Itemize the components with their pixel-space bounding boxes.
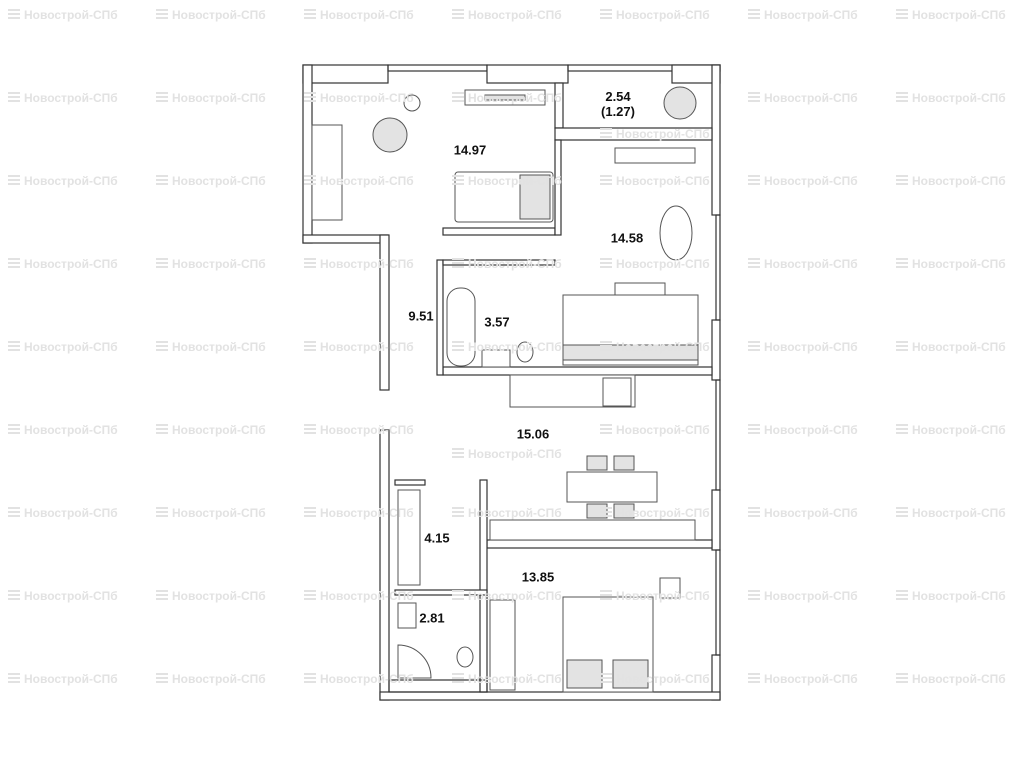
balcony-chair xyxy=(663,86,697,120)
room-area-14-58: 14.58 xyxy=(610,230,644,246)
room-area-2-81: 2.81 xyxy=(419,610,445,626)
room-area-3-57: 3.57 xyxy=(484,314,510,330)
wardrobe-2 xyxy=(489,599,516,691)
stove xyxy=(602,377,632,407)
room-area-14-97: 14.97 xyxy=(453,142,487,158)
room-area-9-51: 9.51 xyxy=(408,308,434,324)
room-area-4-15: 4.15 xyxy=(424,530,450,546)
room-area-balcony: 2.54(1.27) xyxy=(601,89,635,119)
furniture xyxy=(311,86,699,693)
room-area-15-06: 15.06 xyxy=(516,426,550,442)
balcony-area: 2.54 xyxy=(605,89,631,104)
closet-shelves xyxy=(397,489,421,586)
tv-unit-2 xyxy=(614,147,696,164)
toilet-2 xyxy=(456,646,474,668)
wardrobe xyxy=(311,124,343,221)
walls xyxy=(302,64,721,701)
bathtub xyxy=(446,287,476,367)
balcony-area-reduced: (1.27) xyxy=(601,104,635,119)
kitchen-cabinets xyxy=(489,519,696,541)
armchair xyxy=(372,117,408,153)
washbasin-2 xyxy=(397,602,417,629)
toilet-1 xyxy=(516,341,534,363)
room-area-13-85: 13.85 xyxy=(521,569,555,585)
washbasin-1 xyxy=(481,349,511,368)
shower xyxy=(397,644,432,679)
dining-table xyxy=(566,471,658,503)
rug xyxy=(659,205,693,261)
